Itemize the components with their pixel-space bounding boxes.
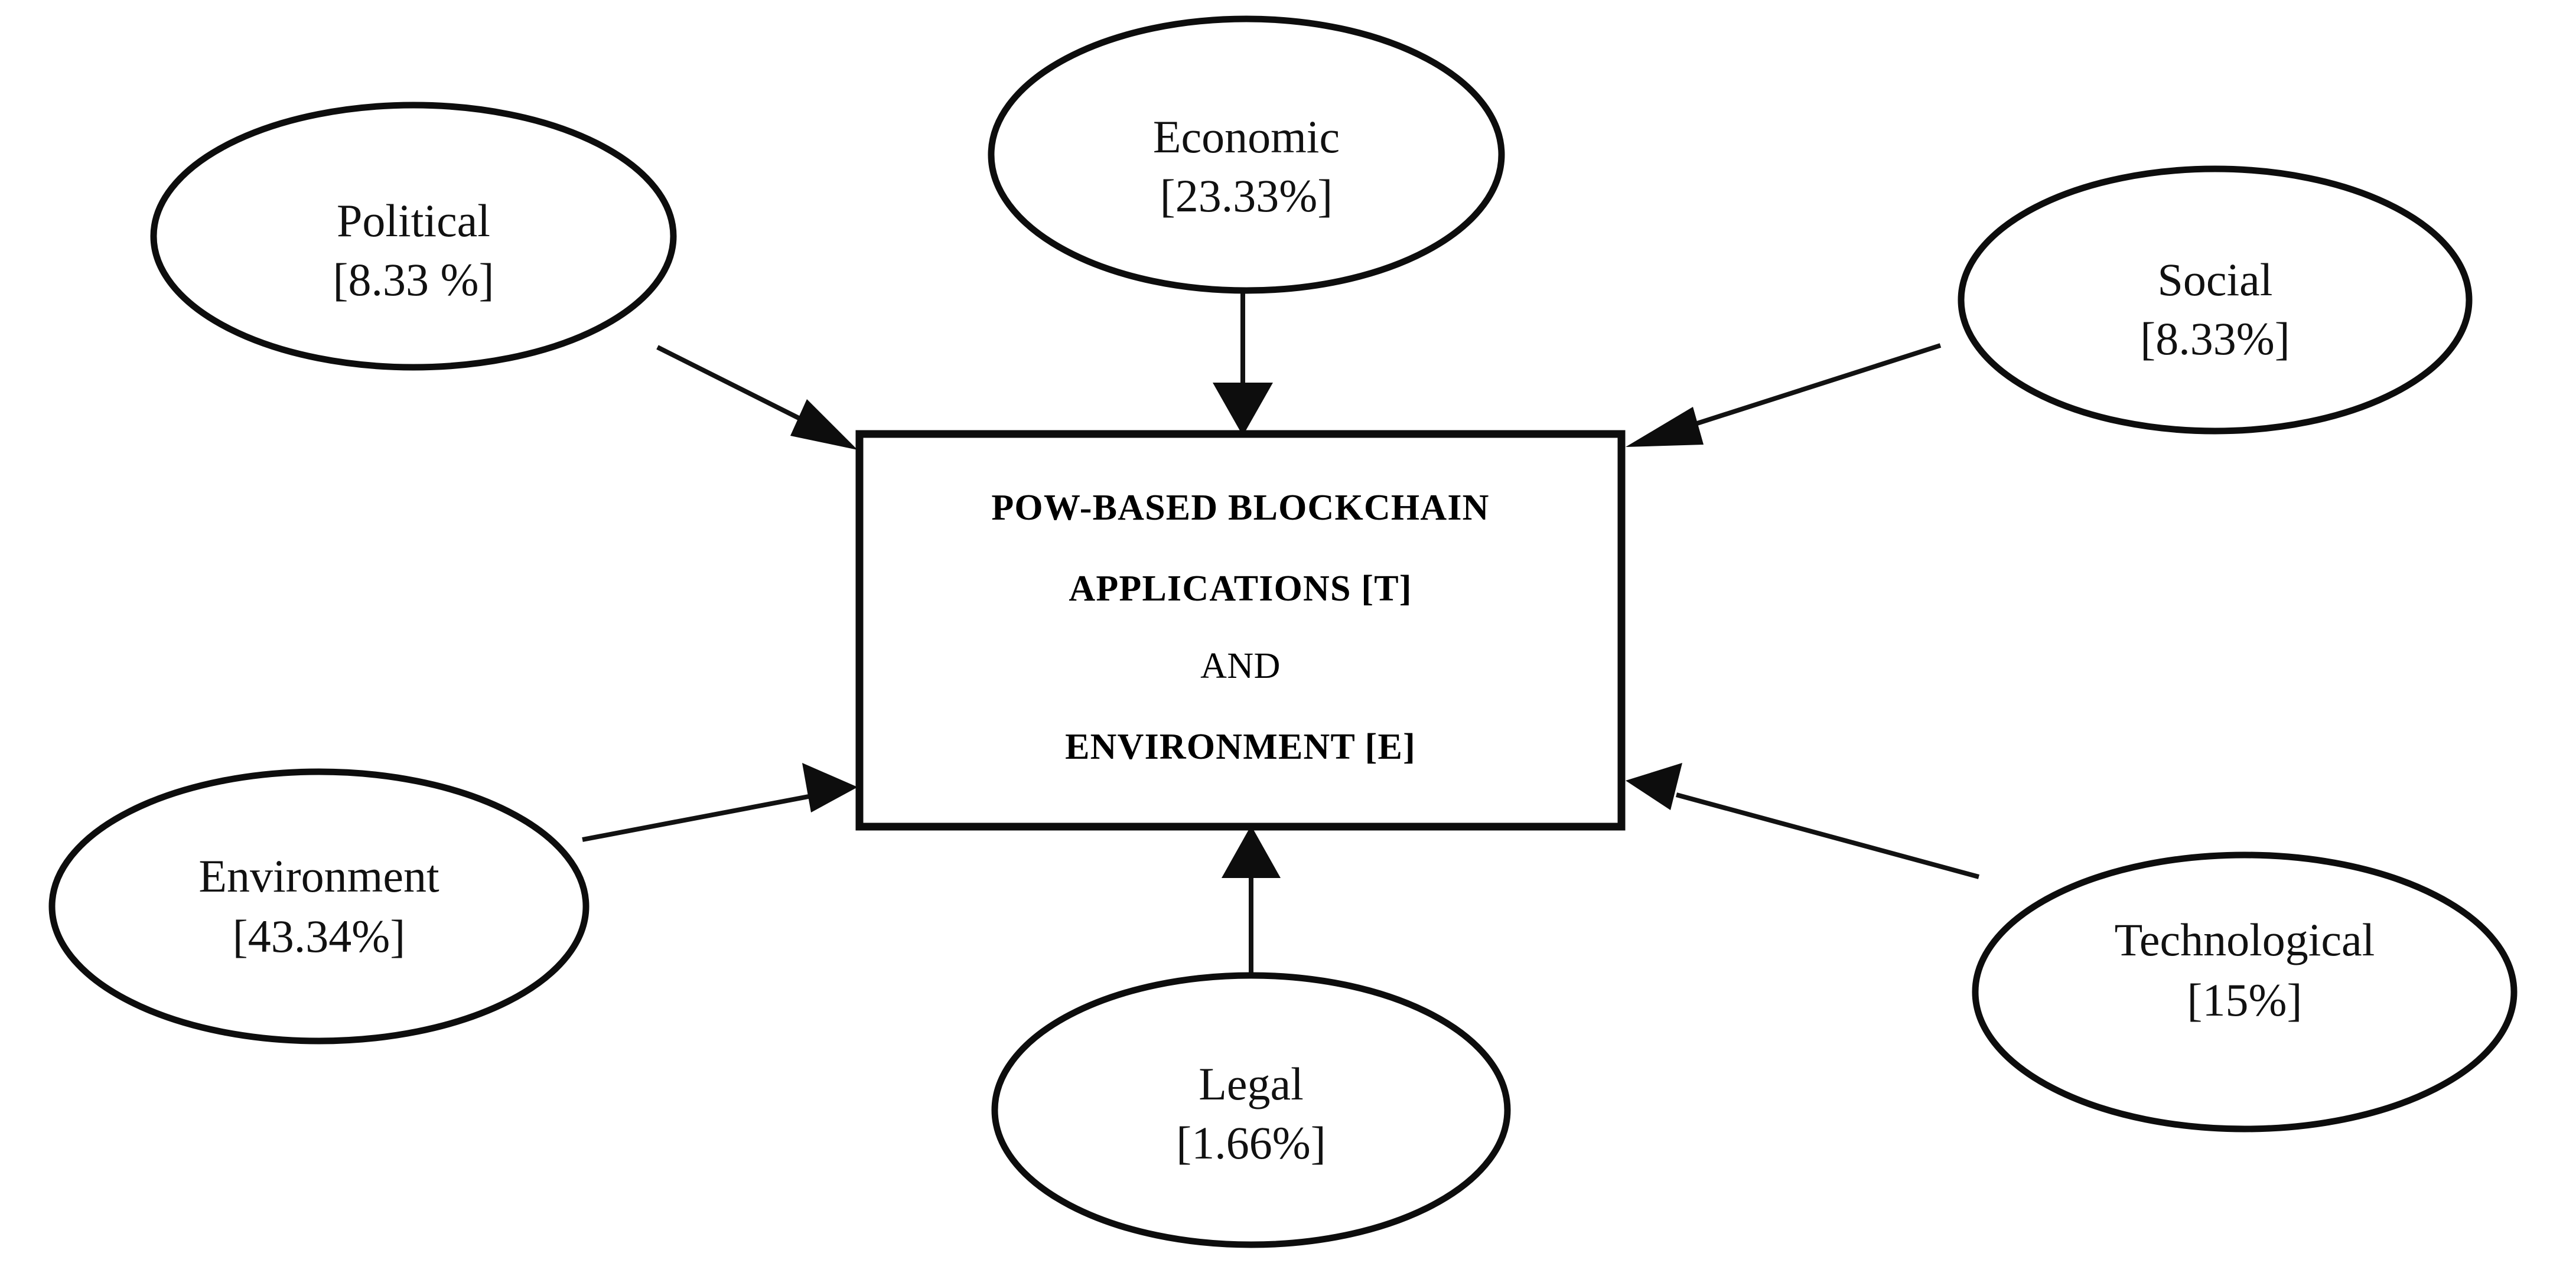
center-box-line-1: POW-BASED BLOCKCHAIN [991,488,1489,528]
factor-node-social[interactable]: Social [8.33%] [1958,165,2473,435]
factor-label-economic: Economic [1153,111,1340,162]
factor-value-social: [8.33%] [2140,313,2290,364]
factor-value-environment: [43.34%] [233,910,405,962]
connector-technological-to-center [1626,763,1980,879]
connector-legal-to-center [1222,825,1281,975]
factor-node-environment[interactable]: Environment [43.34%] [48,768,590,1045]
factor-value-legal: [1.66%] [1176,1117,1326,1169]
center-box-line-4: ENVIRONMENT [E] [1065,727,1416,767]
center-box-line-2: APPLICATIONS [T] [1069,569,1412,609]
factor-node-technological[interactable]: Technological [15%] [1972,851,2518,1133]
factor-label-legal: Legal [1199,1058,1304,1109]
connector-economic-to-center [1213,291,1273,436]
factor-value-political: [8.33 %] [333,254,494,305]
factor-label-social: Social [2158,254,2273,305]
factor-node-economic[interactable]: Economic [23.33%] [988,15,1505,294]
factor-node-political[interactable]: Political [8.33 %] [150,102,677,371]
factor-label-technological: Technological [2115,914,2375,965]
center-concept-box[interactable]: POW-BASED BLOCKCHAIN APPLICATIONS [T] AN… [855,430,1626,831]
connector-political-to-center [656,345,858,450]
factor-value-economic: [23.33%] [1160,170,1333,221]
factor-value-technological: [15%] [2187,974,2303,1026]
factor-node-legal[interactable]: Legal [1.66%] [991,972,1511,1248]
center-box-line-3: AND [1200,646,1281,686]
factor-label-environment: Environment [198,850,439,902]
connector-social-to-center [1626,343,1942,447]
factor-label-political: Political [337,195,490,246]
connector-environment-to-center [582,763,858,842]
